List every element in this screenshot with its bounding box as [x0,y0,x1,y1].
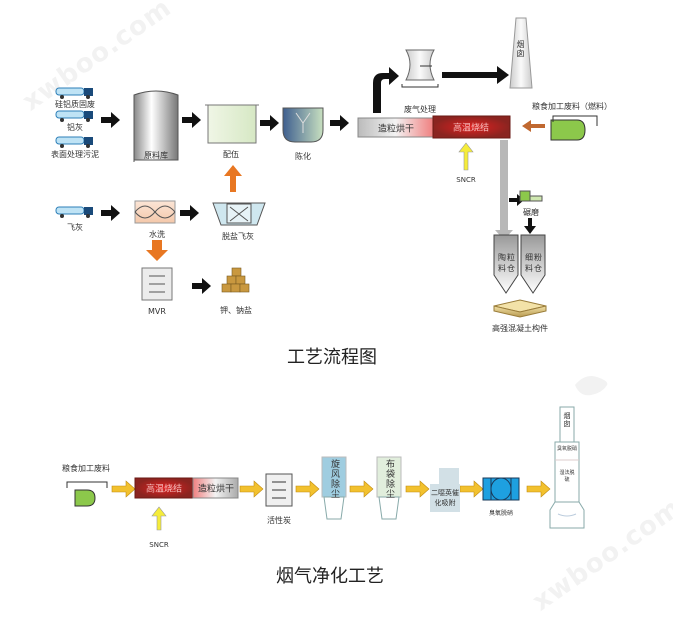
desalted-fly-ash-label: 脱盐飞灰 [222,232,254,241]
fuel-feeder [550,115,598,141]
chimney-label: 烟囱 [516,40,525,58]
ceramsite-silo [493,234,519,294]
activated-carbon-label: 活性炭 [267,516,291,525]
washing-label: 水洗 [149,230,165,239]
raw-storage-silo [133,90,179,162]
orange-arrow-icon [146,165,242,261]
batching-tank [205,104,259,144]
tower-top-label: 臭氧脱硝 [557,446,578,452]
truck-icon [55,136,93,148]
exhaust-treatment-label: 废气处理 [404,105,436,114]
diagram2-title: 烟气净化工艺 [276,566,384,587]
granulate-dry-block [192,477,239,499]
desalted-fly-ash-hopper [212,202,266,226]
granulate-dry-text: 造粒烘干 [377,124,415,135]
fly-ash-label: 飞灰 [67,223,83,232]
yellow-arrow-icon [458,142,474,171]
concrete-board-icon [493,299,547,318]
tower-mid-label: 湿法脱硫 [559,470,575,483]
fuel-label: 粮食加工废料 [62,464,110,473]
salts-label: 钾、钠盐 [220,306,252,315]
truck-icon [55,110,93,122]
chimney-tower [549,406,585,529]
sncr-label: SNCR [149,541,169,549]
gray-arrow-icon [495,140,513,240]
aging-tank [282,107,324,143]
truck-icon [55,87,93,99]
input-label: 硅铝质固废 [55,100,95,109]
high-temp-sinter-text: 高温烧结 [145,484,183,495]
activated-carbon-unit [265,473,293,507]
diagram-graphics [55,17,608,531]
batching-label: 配伍 [223,150,239,159]
aging-label: 陈化 [295,152,311,161]
yellow-arrow-icon [111,480,551,498]
orange-arrow-icon [522,120,545,132]
yellow-arrow-icon [151,506,167,531]
ceramsite-silo-label: 陶粒料仓 [498,253,516,273]
fuel-feeder [66,481,108,507]
fuel-label: 粮食加工废料（燃料） [532,102,612,111]
bag-filter-unit [376,456,402,520]
high-temp-sinter-block [432,115,511,139]
granulate-dry-text: 造粒烘干 [197,484,235,495]
dioxin-label: 二噁英催化吸附 [431,489,459,507]
cyclone-unit [321,456,347,520]
input-label: 铝灰 [67,123,83,132]
grinding-label: 碾磨 [523,208,539,217]
product-label: 高强混凝土构件 [492,324,548,333]
mvr-unit [141,267,173,301]
fine-powder-silo [520,234,546,294]
ozone-label: 臭氧脱硝 [488,510,514,517]
sncr-label: SNCR [456,176,476,184]
input-label: 表面处理污泥 [51,150,99,159]
dioxin-adsorption-unit [430,468,460,512]
arrow-icon [101,66,536,294]
grinder-icon [519,190,543,202]
mvr-label: MVR [148,307,166,316]
chimney-label: 烟囱 [563,412,571,428]
smoke-icon [575,376,608,396]
diagram1-title: 工艺流程图 [287,347,377,368]
fine-powder-silo-label: 细粉料仓 [525,253,543,273]
ozone-denitrification-unit [482,477,520,501]
cyclone-label: 旋风除尘 [329,459,339,499]
exhaust-treatment-tower [401,49,439,88]
bag-filter-label: 布袋除尘 [384,459,394,499]
raw-storage-label: 原料库 [144,151,168,160]
salt-pile-icon [221,267,250,293]
truck-icon [55,206,93,218]
washing-unit [134,200,176,224]
chimney [509,17,533,89]
high-temp-sinter-text: 高温烧结 [452,123,490,134]
